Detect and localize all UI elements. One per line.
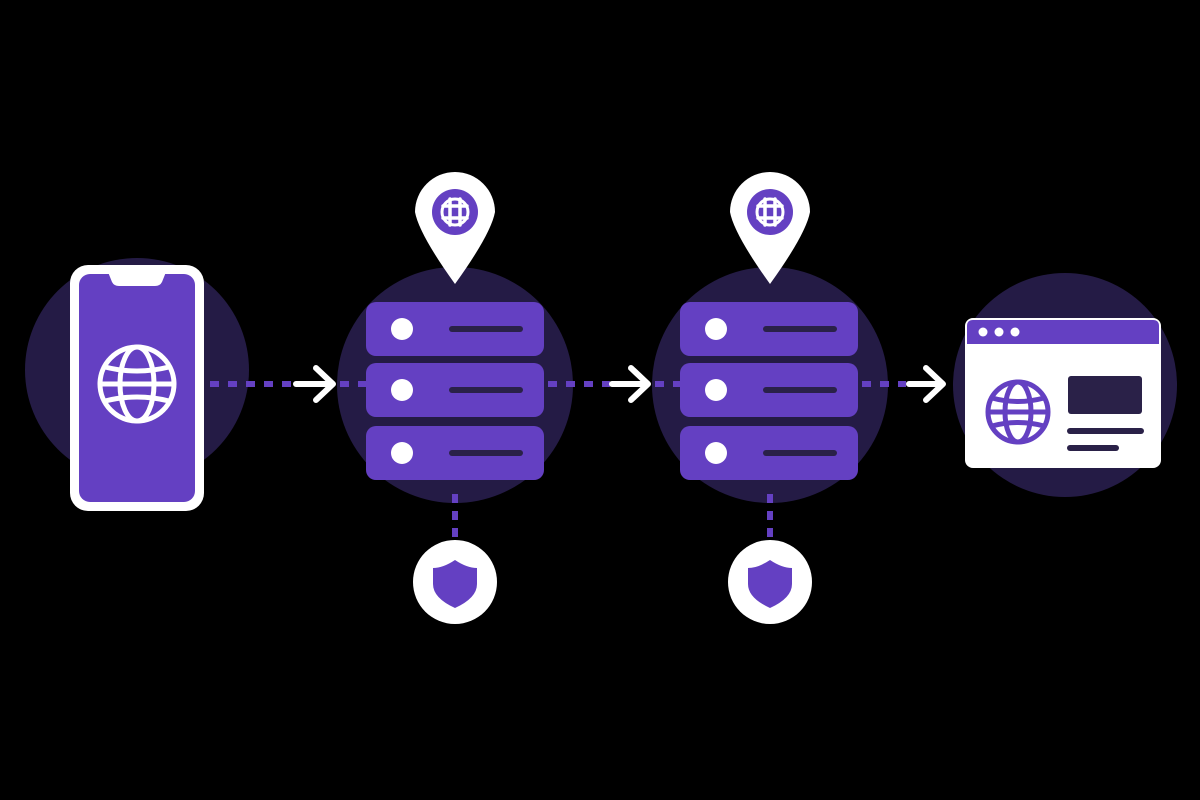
proxy-server-1 bbox=[366, 172, 544, 624]
server-rack-row bbox=[680, 302, 858, 356]
server-rack-row bbox=[366, 302, 544, 356]
server-rack-row bbox=[680, 426, 858, 480]
globe-icon bbox=[985, 379, 1051, 445]
shield-badge bbox=[728, 540, 812, 624]
shield-badge bbox=[413, 540, 497, 624]
server-rack-row bbox=[680, 363, 858, 417]
smartphone bbox=[70, 265, 204, 511]
proxy-server-2 bbox=[680, 172, 858, 624]
globe-grid-icon bbox=[747, 189, 793, 235]
window-dot bbox=[994, 327, 1004, 337]
connector-2 bbox=[548, 365, 680, 403]
arrow-right-icon bbox=[906, 365, 946, 403]
browser-window bbox=[965, 318, 1161, 468]
arrow-right-icon bbox=[609, 365, 651, 403]
globe-grid-icon bbox=[432, 189, 478, 235]
server-rack-row bbox=[366, 426, 544, 480]
server-rack-row bbox=[366, 363, 544, 417]
arrow-right-icon bbox=[293, 365, 336, 403]
location-pin bbox=[730, 172, 810, 284]
globe-icon bbox=[97, 344, 177, 424]
shield-icon bbox=[748, 560, 792, 608]
connector-1 bbox=[210, 365, 366, 403]
shield-icon bbox=[433, 560, 477, 608]
location-pin bbox=[415, 172, 495, 284]
content-block bbox=[1068, 376, 1142, 414]
window-dot bbox=[1010, 327, 1020, 337]
window-dot bbox=[978, 327, 988, 337]
connector-3 bbox=[862, 365, 946, 403]
